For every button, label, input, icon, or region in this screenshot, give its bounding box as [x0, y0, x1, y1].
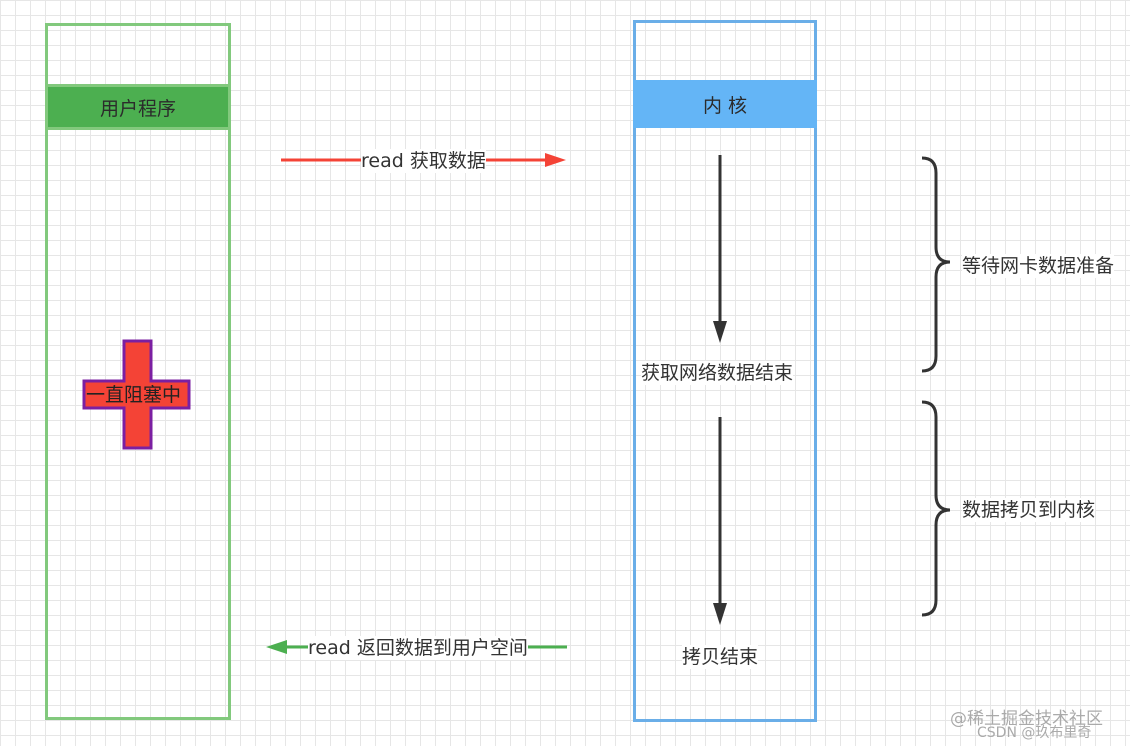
kernel-lane	[633, 20, 817, 722]
brace-label-wait-nic: 等待网卡数据准备	[962, 254, 1115, 278]
kernel-flow-arrow-1	[713, 155, 727, 343]
kernel-header: 内 核	[633, 80, 817, 128]
watermark-csdn: CSDN @玖布里奇	[977, 725, 1092, 741]
brace-copy-kernel	[921, 400, 951, 617]
user-program-header: 用户程序	[45, 84, 231, 130]
blocking-label: 一直阻塞中	[86, 384, 182, 406]
kernel-step-copy-done: 拷贝结束	[682, 645, 759, 669]
watermark-juejin: @稀土掘金技术社区	[950, 709, 1103, 729]
blocking-cross-shape	[82, 339, 191, 450]
brace-wait-nic	[921, 156, 951, 373]
kernel-flow-arrow-2	[713, 417, 727, 625]
user-program-lane	[45, 23, 231, 720]
response-arrow-label: read 返回数据到用户空间	[308, 636, 528, 660]
brace-label-copy-kernel: 数据拷贝到内核	[962, 498, 1096, 522]
request-arrow-label: read 获取数据	[361, 149, 486, 173]
kernel-step-network-done: 获取网络数据结束	[641, 361, 794, 385]
